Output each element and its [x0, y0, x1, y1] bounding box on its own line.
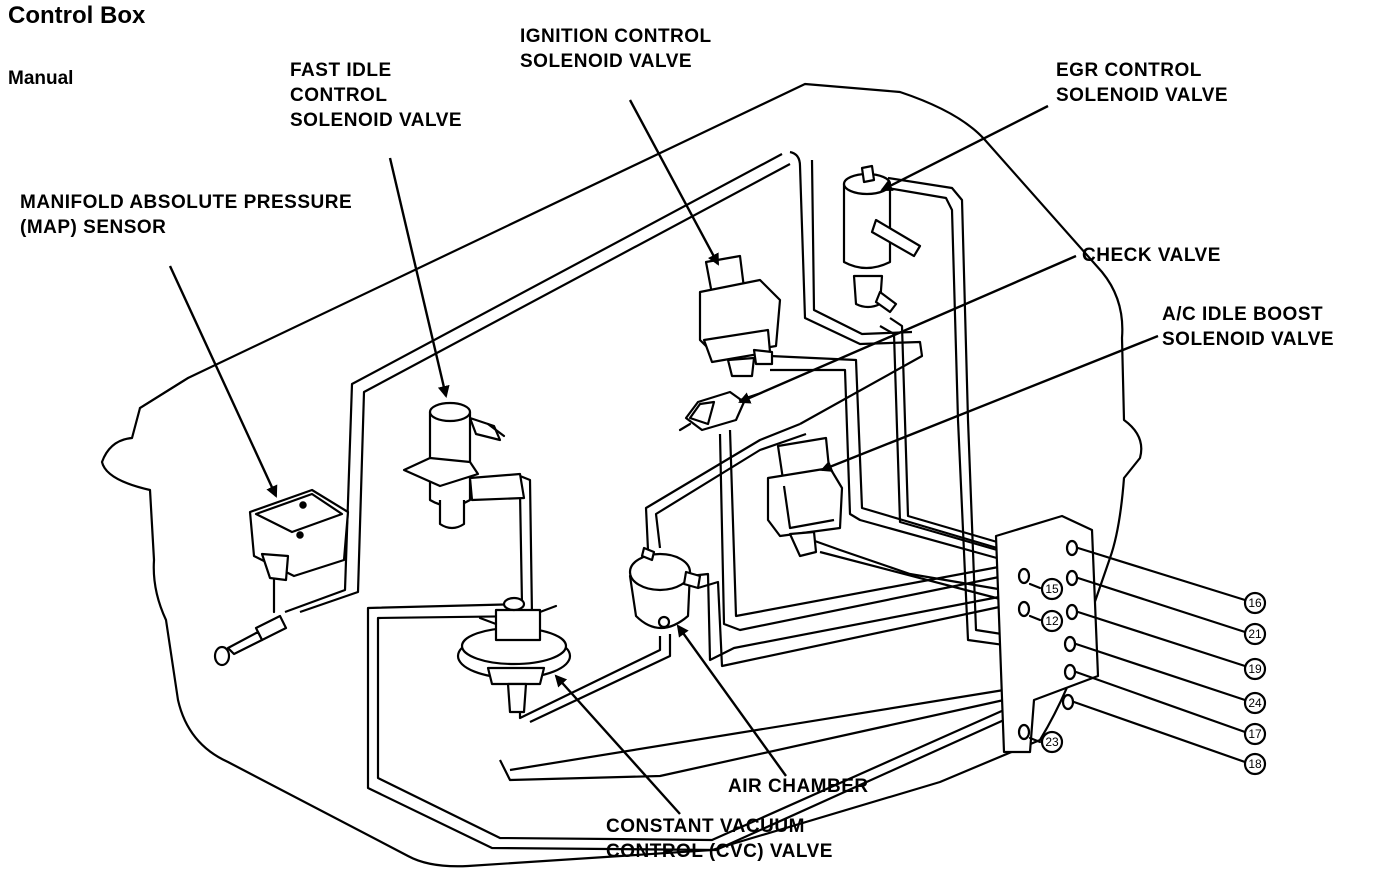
map-sensor	[213, 488, 350, 667]
arrow-fast-idle	[388, 157, 450, 398]
fast-idle-solenoid	[402, 401, 526, 530]
arrow-ac-idle	[820, 334, 1159, 472]
control-box-outline	[100, 82, 1143, 868]
port-17: 17	[1243, 722, 1267, 746]
label-ac-idle-valve: A/C IDLE BOOST SOLENOID VALVE	[1162, 304, 1335, 350]
label-map-sensor: MANIFOLD ABSOLUTE PRESSURE (MAP) SENSOR	[20, 192, 353, 238]
vacuum-hoses	[284, 150, 1041, 852]
air-chamber	[628, 546, 702, 629]
svg-text:24: 24	[1248, 696, 1262, 710]
port-leader-lines	[1028, 546, 1247, 764]
label-ignition-valve: IGNITION CONTROL SOLENOID VALVE	[520, 26, 712, 72]
svg-text:15: 15	[1045, 582, 1059, 596]
page-subtitle: Manual	[8, 68, 74, 89]
arrow-ignition	[628, 99, 720, 266]
arrow-egr	[880, 104, 1049, 192]
port-numbers: 15 12 23 16 21 19 24 17 18	[1040, 577, 1267, 776]
connector-panel	[994, 514, 1247, 764]
arrow-air-chamber	[676, 624, 787, 777]
svg-text:21: 21	[1248, 627, 1262, 641]
arrow-check-valve	[738, 254, 1077, 404]
port-18: 18	[1243, 752, 1267, 776]
label-egr-valve: EGR CONTROL SOLENOID VALVE	[1056, 60, 1229, 106]
cvc-valve	[456, 596, 572, 714]
check-valve	[678, 390, 760, 432]
svg-text:12: 12	[1045, 614, 1059, 628]
port-24: 24	[1243, 691, 1267, 715]
ac-idle-solenoid	[766, 436, 844, 558]
egr-solenoid	[842, 164, 922, 314]
page-title: Control Box	[8, 2, 146, 29]
label-check-valve: CHECK VALVE	[1082, 245, 1221, 266]
svg-text:17: 17	[1248, 727, 1262, 741]
label-cvc-valve: CONSTANT VACUUM CONTROL (CVC) VALVE	[606, 816, 833, 862]
svg-text:23: 23	[1045, 735, 1059, 749]
ignition-solenoid	[698, 254, 782, 378]
leader-arrows	[168, 99, 1159, 815]
port-23: 23	[1040, 730, 1064, 754]
port-21: 21	[1243, 622, 1267, 646]
port-12: 12	[1040, 609, 1064, 633]
svg-text:18: 18	[1248, 757, 1262, 771]
svg-text:16: 16	[1248, 596, 1262, 610]
arrow-cvc	[554, 674, 681, 815]
label-fast-idle-valve: FAST IDLE CONTROL SOLENOID VALVE	[290, 60, 463, 131]
svg-text:19: 19	[1248, 662, 1262, 676]
arrow-map-sensor	[168, 265, 278, 498]
port-16: 16	[1243, 591, 1267, 615]
port-15: 15	[1040, 577, 1064, 601]
port-nipples	[1017, 539, 1079, 741]
port-19: 19	[1243, 657, 1267, 681]
